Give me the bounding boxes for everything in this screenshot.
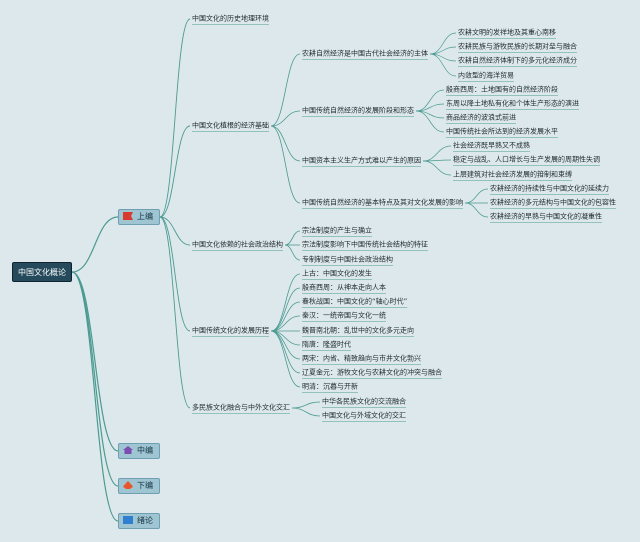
red-flag-icon	[123, 212, 133, 220]
subtopic-node[interactable]: 专制制度与中国社会政治结构	[302, 255, 393, 264]
connector-line	[429, 32, 457, 55]
leaf-node[interactable]: 商品经济的波浪式前进	[446, 113, 516, 122]
subtopic-node[interactable]: 殷商西周：从神本走向人本	[302, 283, 386, 292]
leaf-node[interactable]: 农耕经济的早熟与中国文化的凝重性	[490, 212, 602, 221]
section-xiabian[interactable]: 下编	[118, 478, 160, 494]
section-label: 上编	[137, 212, 153, 221]
connector-line	[291, 407, 321, 417]
connector-line	[270, 330, 301, 388]
topic-node[interactable]: 中国文化依赖的社会政治结构	[192, 240, 283, 249]
leaf-node[interactable]: 社会经济既早熟又不成熟	[453, 141, 530, 150]
connector-line	[415, 103, 445, 112]
subtopic-node[interactable]: 辽夏金元：游牧文化与农耕文化的冲突与融合	[302, 368, 442, 377]
leaf-node[interactable]: 农耕经济的多元结构与中国文化的包容性	[490, 198, 616, 207]
topic-node[interactable]: 中国文化的历史地理环境	[192, 14, 269, 23]
connector-line	[422, 145, 452, 162]
leaf-node[interactable]: 农耕经济的持续性与中国文化的延续力	[490, 184, 609, 193]
topic-node[interactable]: 多民族文化融合与中外文化交汇	[192, 403, 290, 412]
connector-line	[464, 202, 489, 218]
leaf-node[interactable]: 内敛型的海洋贸易	[458, 71, 514, 80]
section-zhongbian[interactable]: 中编	[118, 443, 160, 459]
subtopic-node[interactable]: 两宋：内省、精致趋向与市井文化勃兴	[302, 354, 421, 363]
connector-line	[270, 125, 301, 204]
leaf-node[interactable]: 中国传统社会所达到的经济发展水平	[446, 127, 558, 136]
connector-line	[270, 315, 301, 332]
connector-line	[284, 244, 301, 261]
leaf-node[interactable]: 农耕民族与游牧民族的长期对垒与融合	[458, 42, 577, 51]
connector-line	[159, 216, 191, 246]
connector-line	[159, 18, 191, 218]
connector-line	[422, 160, 452, 176]
connector-line	[415, 110, 445, 133]
house-icon	[123, 446, 133, 454]
connector-line	[270, 330, 301, 374]
subtopic-node[interactable]: 春秋战国：中国文化的“轴心时代”	[302, 297, 408, 306]
fire-icon	[123, 481, 133, 489]
connector-line	[71, 271, 119, 452]
connector-line	[71, 216, 119, 273]
connector-line	[71, 271, 119, 487]
leaf-node[interactable]: 东周以降土地私有化和个体生产形态的演进	[446, 99, 579, 108]
subtopic-node[interactable]: 隋唐：隆盛时代	[302, 340, 351, 349]
subtopic-node[interactable]: 中华各民族文化的交流融合	[322, 397, 406, 406]
section-label: 下编	[137, 481, 153, 490]
subtopic-node[interactable]: 中国文化与外域文化的交汇	[322, 411, 406, 420]
leaf-node[interactable]: 殷商西周：土地国有的自然经济阶段	[446, 85, 558, 94]
subtopic-node[interactable]: 魏晋南北朝：乱世中的文化多元走向	[302, 326, 414, 335]
connector-line	[429, 46, 457, 55]
section-label: 绪论	[137, 516, 153, 525]
topic-node[interactable]: 中国文化植根的经济基础	[192, 121, 269, 130]
connector-line	[270, 125, 301, 162]
connector-line	[71, 271, 119, 522]
connector-line	[270, 53, 301, 127]
connector-line	[270, 287, 301, 332]
topic-node[interactable]: 中国传统文化的发展历程	[192, 326, 269, 335]
section-shangbian[interactable]: 上编	[118, 209, 160, 225]
subtopic-node[interactable]: 中国资本主义生产方式难以产生的原因	[302, 156, 421, 165]
subtopic-node[interactable]: 中国传统自然经济的基本特点及其对文化发展的影响	[302, 198, 463, 207]
connector-line	[270, 330, 301, 360]
connector-line	[270, 110, 301, 127]
subtopic-node[interactable]: 秦汉：一统帝国与文化一统	[302, 311, 386, 320]
section-label: 中编	[137, 446, 153, 455]
leaf-node[interactable]: 农耕文明的发祥地及其重心南移	[458, 28, 556, 37]
connector-line	[159, 216, 191, 332]
connector-line	[159, 125, 191, 218]
subtopic-node[interactable]: 宗法制度的产生与确立	[302, 226, 372, 235]
leaf-node[interactable]: 上层建筑对社会经济发展的箝制和束缚	[453, 170, 572, 179]
connector-line	[415, 89, 445, 112]
section-xulun[interactable]: 绪论	[118, 513, 160, 529]
root-node[interactable]: 中国文化概论	[12, 262, 72, 282]
subtopic-node[interactable]: 上古：中国文化的发生	[302, 269, 372, 278]
connector-line	[464, 188, 489, 204]
connector-line	[284, 230, 301, 246]
connector-line	[429, 53, 457, 77]
connector-line	[270, 273, 301, 332]
subtopic-node[interactable]: 中国传统自然经济的发展阶段和形态	[302, 106, 414, 115]
connector-line	[159, 216, 191, 409]
subtopic-node[interactable]: 宗法制度影响下中国传统社会结构的特征	[302, 240, 428, 249]
subtopic-node[interactable]: 明清：沉暮与开新	[302, 382, 358, 391]
subtopic-node[interactable]: 农耕自然经济是中国古代社会经济的主体	[302, 49, 428, 58]
connector-line	[270, 301, 301, 332]
connector-line	[291, 401, 321, 409]
leaf-node[interactable]: 农耕自然经济体制下的多元化经济成分	[458, 56, 577, 65]
leaf-node[interactable]: 稳定与战乱、人口增长与生产发展的周期性失调	[453, 155, 600, 164]
blue-square-icon	[123, 516, 133, 524]
